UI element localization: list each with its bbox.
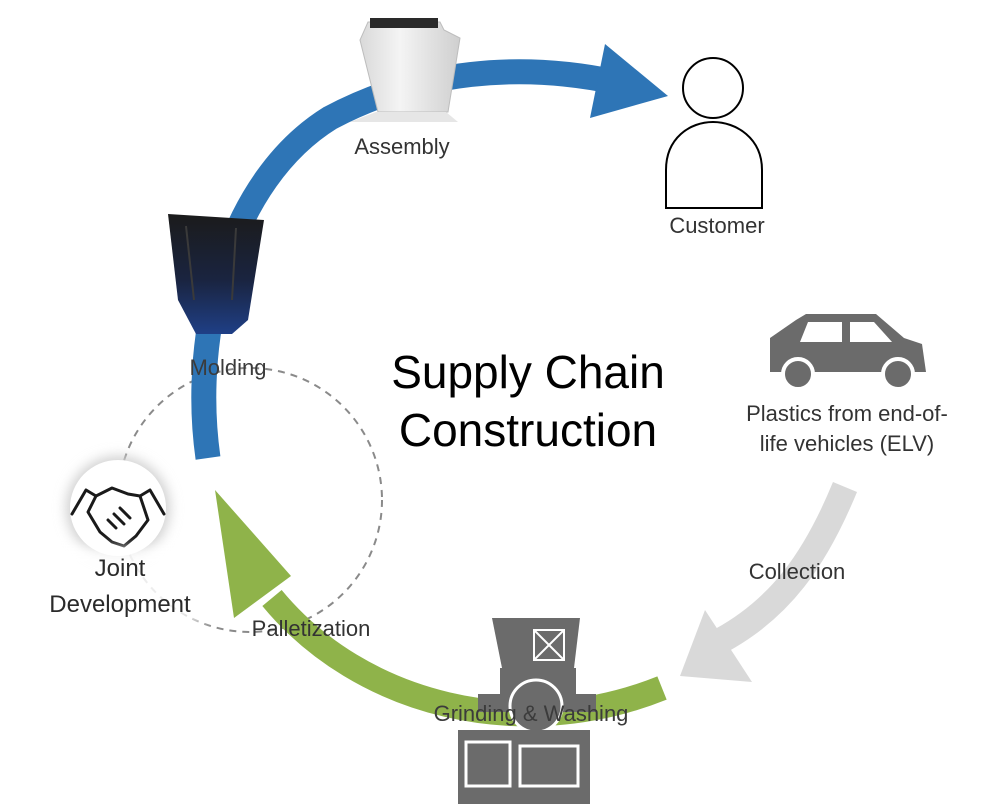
label-customer: Customer bbox=[669, 213, 764, 238]
gray-arrow-shaft bbox=[715, 482, 858, 652]
gray-arrowhead bbox=[680, 610, 752, 682]
person-icon bbox=[665, 57, 763, 209]
joint-development-loop bbox=[117, 367, 383, 633]
blue-arrowhead bbox=[590, 44, 668, 118]
label-elv-line-2: life vehicles (ELV) bbox=[760, 431, 934, 456]
green-arrowhead bbox=[215, 490, 291, 618]
handshake-icon bbox=[70, 486, 166, 548]
label-joint-line-1: Joint bbox=[95, 555, 146, 582]
label-collection: Collection bbox=[749, 559, 846, 584]
label-joint-line-2: Development bbox=[49, 591, 191, 618]
label-molding: Molding bbox=[189, 355, 266, 380]
label-grinding-washing: Grinding & Washing bbox=[434, 701, 629, 726]
title-line-1: Supply Chain bbox=[391, 346, 665, 398]
joint-label-glow bbox=[34, 548, 208, 622]
label-assembly: Assembly bbox=[354, 134, 449, 159]
seat-shell-icon bbox=[350, 18, 461, 122]
title-line-2: Construction bbox=[399, 404, 657, 456]
blue-arrow-shaft bbox=[191, 59, 618, 460]
handshake-circle bbox=[70, 460, 166, 556]
label-palletization: Palletization bbox=[252, 616, 371, 641]
label-elv-line-1: Plastics from end-of- bbox=[746, 401, 948, 426]
molded-part-icon bbox=[168, 214, 264, 334]
green-arrow-shaft bbox=[262, 590, 667, 727]
grinder-machine-icon bbox=[458, 618, 596, 804]
car-icon bbox=[770, 314, 926, 391]
